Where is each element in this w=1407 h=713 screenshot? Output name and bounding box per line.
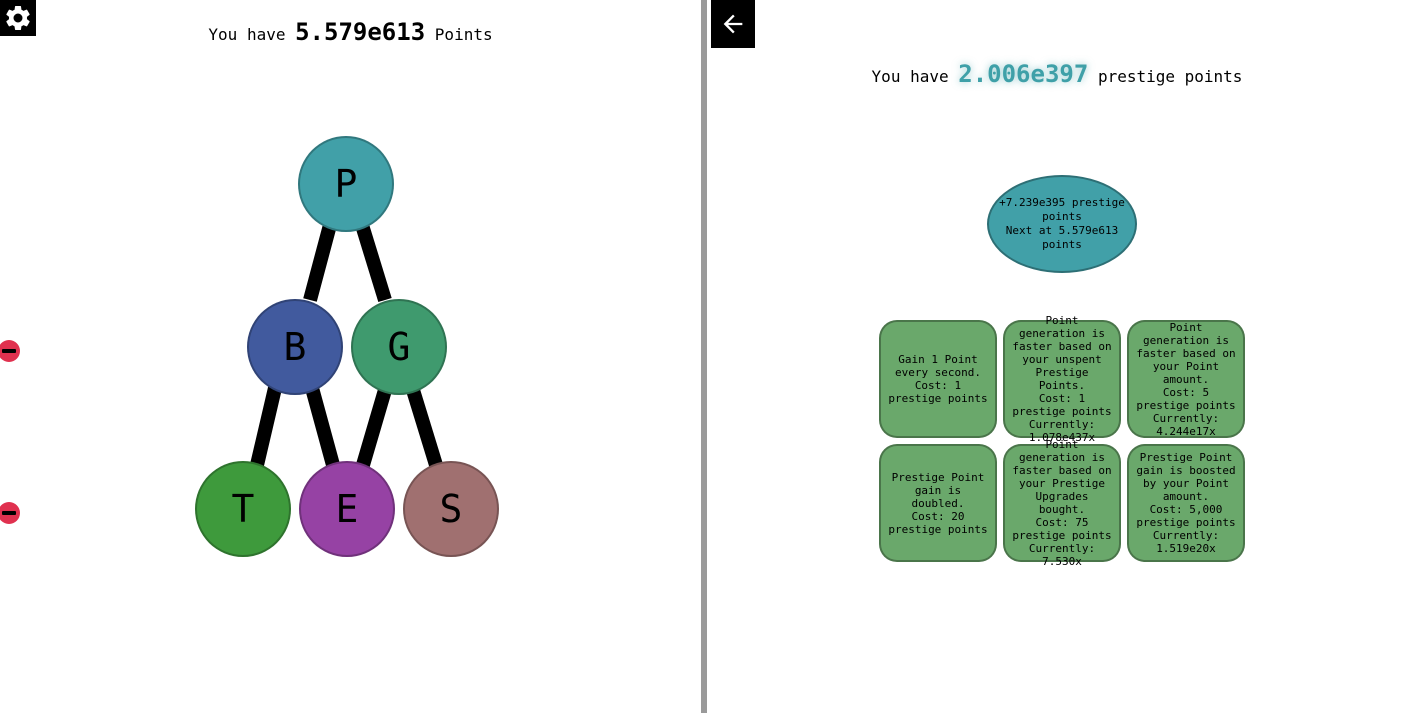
- remove-icon: [2, 349, 16, 353]
- upgrade-cost: Cost: 5,000 prestige points: [1136, 503, 1236, 529]
- upgrade-cost: Cost: 20 prestige points: [888, 509, 988, 536]
- back-button[interactable]: [711, 0, 755, 48]
- remove-icon: [2, 511, 16, 515]
- reset-next-text: Next at 5.579e613 points: [1005, 224, 1119, 251]
- pane-divider[interactable]: [701, 0, 707, 713]
- prestige-prefix: You have: [871, 67, 949, 86]
- layer-node-s[interactable]: S: [403, 461, 499, 557]
- upgrade-13[interactable]: Point generation is faster based on your…: [1127, 320, 1245, 438]
- upgrade-11[interactable]: Gain 1 Point every second. Cost: 1 prest…: [879, 320, 997, 438]
- remove-row-3-button[interactable]: [0, 502, 20, 524]
- branch-b-t: [250, 386, 282, 467]
- branch-p-g: [355, 222, 392, 303]
- branch-p-b: [303, 223, 337, 302]
- upgrade-cost: Cost: 75 prestige points: [1012, 516, 1112, 542]
- upgrade-12[interactable]: Point generation is faster based on your…: [1003, 314, 1121, 444]
- arrow-left-icon: [723, 14, 743, 34]
- prestige-reset-button[interactable]: +7.239e395 prestige points Next at 5.579…: [987, 175, 1137, 273]
- tree-pane: You have 5.579e613 Points P B G T E S: [0, 0, 701, 713]
- upgrade-cost: Cost: 5 prestige points: [1136, 385, 1236, 412]
- upgrade-desc: Gain 1 Point every second.: [894, 353, 982, 379]
- upgrade-desc: Prestige Point gain is boosted by your P…: [1136, 451, 1236, 503]
- upgrade-effect: Currently: 1.078e437x: [1028, 418, 1096, 444]
- settings-button[interactable]: [0, 0, 36, 36]
- layer-node-t[interactable]: T: [195, 461, 291, 557]
- prestige-points-value: 2.006e397: [958, 60, 1089, 88]
- upgrade-23[interactable]: Prestige Point gain is boosted by your P…: [1127, 444, 1245, 562]
- prestige-suffix: prestige points: [1097, 67, 1243, 86]
- prestige-points-display: You have 2.006e397 prestige points: [707, 60, 1407, 88]
- upgrade-21[interactable]: Prestige Point gain is doubled. Cost: 20…: [879, 444, 997, 562]
- points-display: You have 5.579e613 Points: [0, 18, 701, 46]
- branch-g-e: [356, 388, 392, 467]
- branch-g-s: [406, 387, 443, 468]
- points-value: 5.579e613: [295, 18, 426, 46]
- layer-node-b[interactable]: B: [247, 299, 343, 395]
- upgrade-cost: Cost: 1 prestige points: [888, 379, 988, 405]
- branch-b-e: [305, 386, 340, 467]
- gear-icon: [6, 5, 30, 30]
- upgrade-desc: Point generation is faster based on your…: [1012, 314, 1112, 392]
- reset-gain-text: +7.239e395 prestige points: [999, 196, 1125, 223]
- upgrade-effect: Currently: 4.244e17x: [1152, 411, 1220, 438]
- points-prefix: You have: [208, 25, 286, 44]
- tree-branches: [250, 222, 443, 468]
- remove-row-2-button[interactable]: [0, 340, 20, 362]
- upgrade-cost: Cost: 1 prestige points: [1012, 392, 1112, 418]
- upgrade-desc: Point generation is faster based on your…: [1012, 438, 1112, 516]
- layer-pane: You have 2.006e397 prestige points +7.23…: [707, 0, 1407, 713]
- layer-node-e[interactable]: E: [299, 461, 395, 557]
- layer-node-p[interactable]: P: [298, 136, 394, 232]
- upgrade-desc: Point generation is faster based on your…: [1136, 320, 1236, 386]
- layer-node-g[interactable]: G: [351, 299, 447, 395]
- upgrade-22[interactable]: Point generation is faster based on your…: [1003, 438, 1121, 568]
- points-suffix: Points: [434, 25, 493, 44]
- upgrade-effect: Currently: 7.530x: [1028, 542, 1096, 568]
- upgrade-desc: Prestige Point gain is doubled.: [891, 470, 985, 510]
- upgrade-effect: Currently: 1.519e20x: [1152, 529, 1220, 555]
